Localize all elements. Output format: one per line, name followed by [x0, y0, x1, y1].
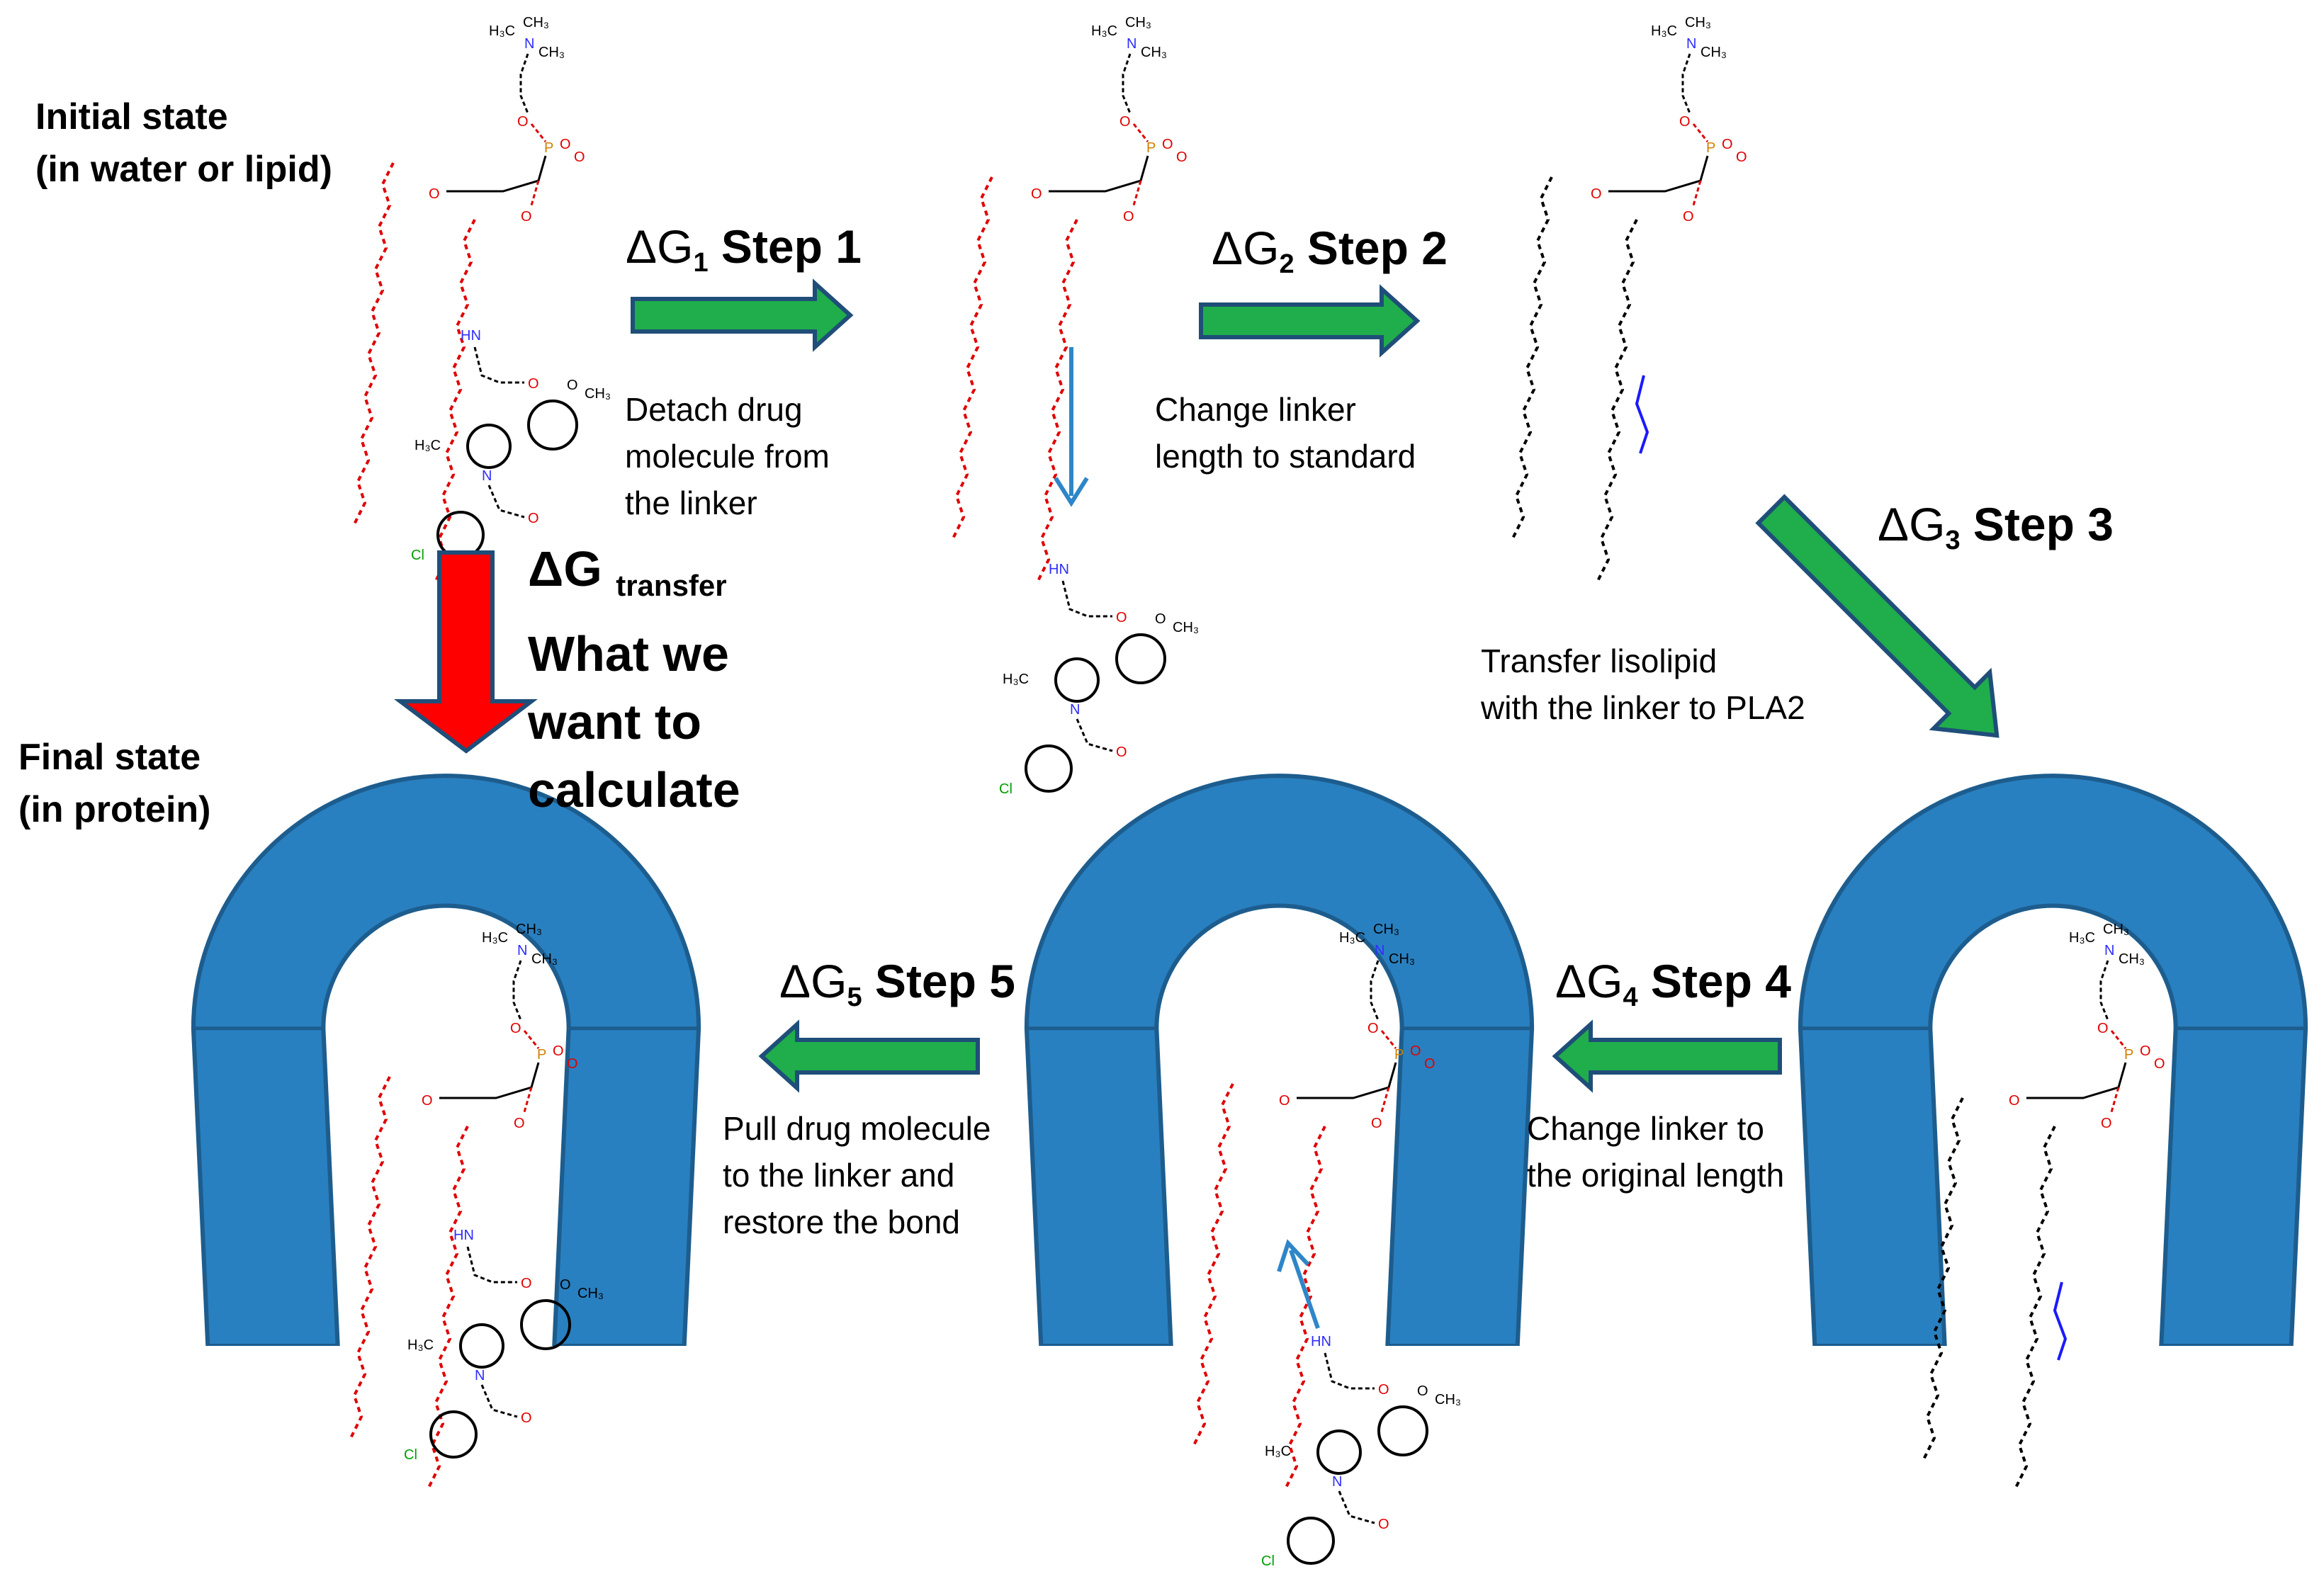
step3-desc-line: Transfer lisolipid [1481, 642, 1717, 679]
step2-sub: 2 [1279, 249, 1294, 279]
step5-symbol: ΔG [779, 955, 847, 1007]
molecule-step3 [1922, 920, 2167, 1489]
step1-sub: 1 [693, 248, 709, 278]
step4-label: Step 4 [1650, 955, 1791, 1007]
protein-step4 [1800, 776, 2306, 1346]
step5-desc-line: to the linker and [723, 1157, 955, 1194]
step4-arrow [1552, 1019, 1782, 1093]
step3-label: Step 3 [1973, 498, 2114, 550]
step2-arrow [1199, 284, 1421, 358]
step2-desc-line: Change linker [1155, 391, 1356, 428]
transfer-line2: want to [528, 694, 701, 749]
step4-desc-line: the original length [1527, 1157, 1785, 1194]
step3-sub: 3 [1945, 526, 1961, 555]
final-state-label: Final state (in protein) [18, 731, 211, 836]
step4-description: Change linker to the original length [1527, 1105, 1784, 1199]
final-state-line1: Final state [18, 737, 201, 778]
transfer-title: ΔG transfer [528, 535, 740, 620]
step4-title: ΔG4 Step 4 [1555, 953, 1791, 1026]
step1-arrow [631, 278, 854, 352]
step5-desc-line: Pull drug molecule [723, 1110, 991, 1147]
step3-symbol: ΔG [1878, 498, 1946, 550]
step5-title: ΔG5 Step 5 [779, 953, 1015, 1026]
step4-desc-line: Change linker to [1527, 1110, 1764, 1147]
molecule-initial [353, 13, 613, 582]
molecule-step2 [1511, 13, 1749, 582]
step1-desc-line: the linker [625, 485, 757, 521]
step5-arrow [758, 1019, 980, 1093]
protein-final [193, 776, 699, 1346]
step2-symbol: ΔG [1212, 222, 1280, 274]
step5-sub: 5 [847, 983, 862, 1012]
step1-desc-line: molecule from [625, 438, 830, 475]
step5-label: Step 5 [874, 955, 1015, 1007]
step1-description: Detach drug molecule from the linker [625, 386, 830, 526]
step1-title: ΔG1 Step 1 [626, 218, 862, 291]
protein-step5 [1027, 776, 1532, 1346]
initial-state-line2: (in water or lipid) [35, 149, 332, 190]
step3-title: ΔG3 Step 3 [1878, 496, 2114, 569]
transfer-line1: What we [528, 626, 729, 681]
step5-description: Pull drug molecule to the linker and res… [723, 1105, 991, 1245]
pull-arrow [1277, 1239, 1320, 1329]
step2-title: ΔG2 Step 2 [1212, 220, 1448, 293]
step2-desc-line: length to standard [1155, 438, 1416, 475]
transfer-line3: calculate [528, 762, 740, 817]
initial-state-line1: Initial state [35, 96, 228, 137]
detach-arrow [1054, 347, 1089, 507]
step2-description: Change linker length to standard [1155, 386, 1416, 480]
step4-sub: 4 [1623, 983, 1638, 1012]
step1-symbol: ΔG [626, 220, 694, 273]
step5-desc-line: restore the bond [723, 1204, 961, 1240]
step1-label: Step 1 [721, 220, 862, 273]
final-state-line2: (in protein) [18, 789, 211, 830]
transfer-label: ΔG transfer What we want to calculate [528, 535, 740, 824]
step4-symbol: ΔG [1555, 955, 1623, 1007]
transfer-symbol: ΔG [528, 541, 602, 596]
step2-label: Step 2 [1307, 222, 1448, 274]
transfer-arrow [394, 550, 538, 754]
step1-desc-line: Detach drug [625, 391, 803, 428]
step3-arrow [1755, 494, 1999, 738]
transfer-subscript: transfer [616, 569, 727, 602]
initial-state-label: Initial state (in water or lipid) [35, 91, 332, 196]
step3-desc-line: with the linker to PLA2 [1481, 689, 1805, 726]
step3-description: Transfer lisolipid with the linker to PL… [1481, 638, 1805, 731]
